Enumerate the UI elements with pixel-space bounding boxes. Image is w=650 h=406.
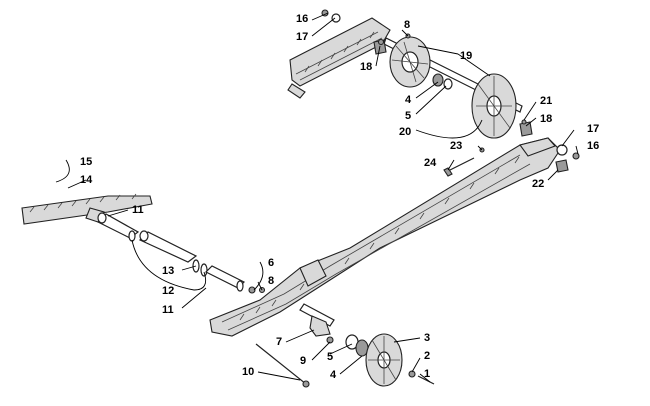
callout-11-top: 11	[132, 204, 144, 216]
callout-15: 15	[80, 156, 92, 168]
callout-17-top: 17	[296, 31, 308, 43]
callout-16-top: 16	[296, 13, 308, 25]
callout-9: 9	[300, 355, 306, 367]
upper-rail-fragment	[287, 17, 391, 99]
callout-18-right: 18	[540, 113, 552, 125]
callout-18-left: 18	[360, 61, 372, 73]
front-idler-assembly	[255, 303, 435, 388]
callout-11-bottom: 11	[162, 304, 174, 316]
callout-2: 2	[424, 350, 430, 362]
right-rail	[209, 137, 561, 337]
callout-14: 14	[80, 174, 93, 186]
leader-lines	[55, 12, 579, 383]
callout-23: 23	[450, 140, 462, 152]
callout-19: 19	[460, 50, 472, 62]
callout-3: 3	[424, 332, 430, 344]
callout-5-top: 5	[405, 110, 411, 122]
callout-4-top: 4	[405, 94, 412, 106]
callout-labels: 16 17 8 19 18 4 5 20 21 18 23 24 17 16 2…	[80, 13, 599, 381]
callout-24: 24	[424, 157, 437, 169]
callout-12: 12	[162, 285, 174, 297]
callout-17-right: 17	[587, 123, 599, 135]
callout-16-right: 16	[587, 140, 599, 152]
callout-8-bottom: 8	[268, 275, 274, 287]
callout-10: 10	[242, 366, 254, 378]
callout-4-bottom: 4	[330, 369, 337, 381]
callout-5-bottom: 5	[327, 351, 333, 363]
callout-7: 7	[276, 336, 282, 348]
callout-13: 13	[162, 265, 174, 277]
callout-20: 20	[399, 126, 411, 138]
callout-8-top: 8	[404, 19, 410, 31]
rear-idler-assembly	[321, 9, 580, 177]
callout-21: 21	[540, 95, 552, 107]
callout-6: 6	[268, 257, 274, 269]
callout-1: 1	[424, 368, 430, 380]
front-axle-tubes	[96, 212, 266, 294]
callout-22: 22	[532, 178, 544, 190]
